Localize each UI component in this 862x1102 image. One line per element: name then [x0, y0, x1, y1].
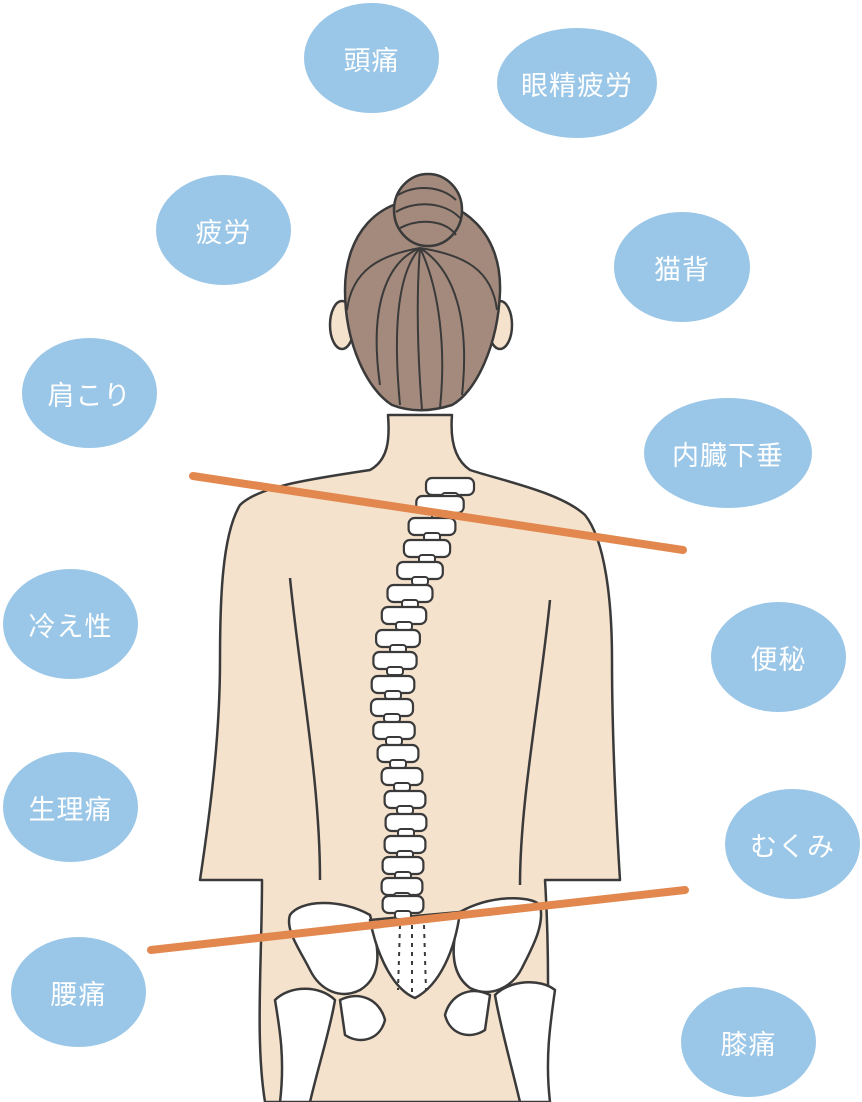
right-arm-crease	[518, 599, 552, 886]
vertebra-process	[386, 666, 404, 676]
symptom-bubble-lower-back-pain: 腰痛	[11, 937, 146, 1047]
symptom-label: 疲労	[195, 217, 252, 249]
symptom-label: 肩こり	[47, 380, 132, 412]
vertebra-process	[396, 805, 414, 815]
pelvis	[273, 896, 557, 1102]
symptom-bubble-eye-strain: 眼精疲労	[497, 28, 657, 138]
pelvis-tilt-line	[147, 886, 689, 954]
symptom-bubble-stiff-shoulders: 肩こり	[22, 338, 157, 448]
vertebra-process	[395, 621, 413, 631]
symptom-bubble-swelling: むくみ	[725, 789, 860, 899]
vertebra-process	[389, 759, 407, 769]
symptom-label: 猫背	[654, 254, 710, 286]
symptom-label: 膝痛	[720, 1029, 777, 1061]
symptom-bubble-fatigue: 疲労	[156, 175, 291, 285]
vertebra-process	[384, 690, 402, 700]
left-arm-crease	[288, 577, 322, 881]
hair-bun	[392, 172, 464, 248]
symptom-bubble-poor-circulation: 冷え性	[3, 569, 138, 679]
vertebra-process	[383, 713, 401, 723]
symptom-label: 冷え性	[28, 611, 113, 643]
symptom-bubble-headache: 頭痛	[304, 3, 439, 113]
symptom-label: 眼精疲労	[521, 70, 633, 102]
hair-strands	[346, 247, 498, 411]
sacrum-lines	[397, 924, 427, 992]
vertebra-process	[385, 736, 403, 746]
symptom-label: 生理痛	[28, 794, 113, 826]
symptom-label: 内臓下垂	[672, 440, 784, 472]
vertebra-process	[411, 576, 429, 586]
spine	[369, 476, 476, 920]
symptom-label: 便秘	[750, 644, 807, 676]
symptom-label: 頭痛	[343, 45, 400, 77]
symptom-bubble-constipation: 便秘	[711, 602, 846, 712]
vertebra-process	[393, 782, 411, 792]
symptom-label: 腰痛	[50, 979, 107, 1011]
symptom-bubble-menstrual-pain: 生理痛	[3, 752, 138, 862]
symptom-bubble-hunchback: 猫背	[614, 212, 750, 322]
hair-bun-strands	[395, 187, 461, 236]
symptom-bubble-visceroptosis: 内臓下垂	[644, 398, 812, 508]
symptom-label: むくみ	[749, 831, 836, 863]
symptom-bubble-knee-pain: 膝痛	[681, 987, 816, 1097]
shoulder-tilt-line	[189, 472, 687, 554]
